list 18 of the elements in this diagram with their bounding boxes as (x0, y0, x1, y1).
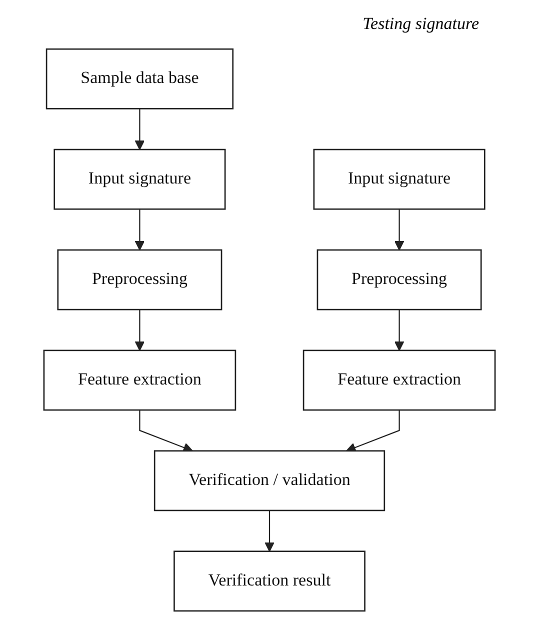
column-heading: Testing signature (362, 14, 479, 34)
node-box: Feature extraction (302, 350, 496, 411)
arrow (394, 310, 404, 351)
node-box: Feature extraction (43, 350, 236, 411)
arrow (139, 410, 193, 452)
node-box: Verification result (174, 550, 366, 612)
arrow (134, 310, 145, 351)
node-box: Input signature (54, 148, 226, 210)
node-box: Preprocessing (316, 249, 482, 310)
arrow (264, 510, 274, 552)
arrow (134, 209, 145, 250)
node-box: Sample data base (46, 48, 234, 110)
node-box: Input signature (313, 148, 486, 210)
arrow (394, 209, 404, 250)
node-box: Preprocessing (57, 249, 222, 310)
arrow (346, 410, 400, 452)
node-box: Verification / validation (154, 450, 386, 512)
arrow (134, 108, 145, 150)
